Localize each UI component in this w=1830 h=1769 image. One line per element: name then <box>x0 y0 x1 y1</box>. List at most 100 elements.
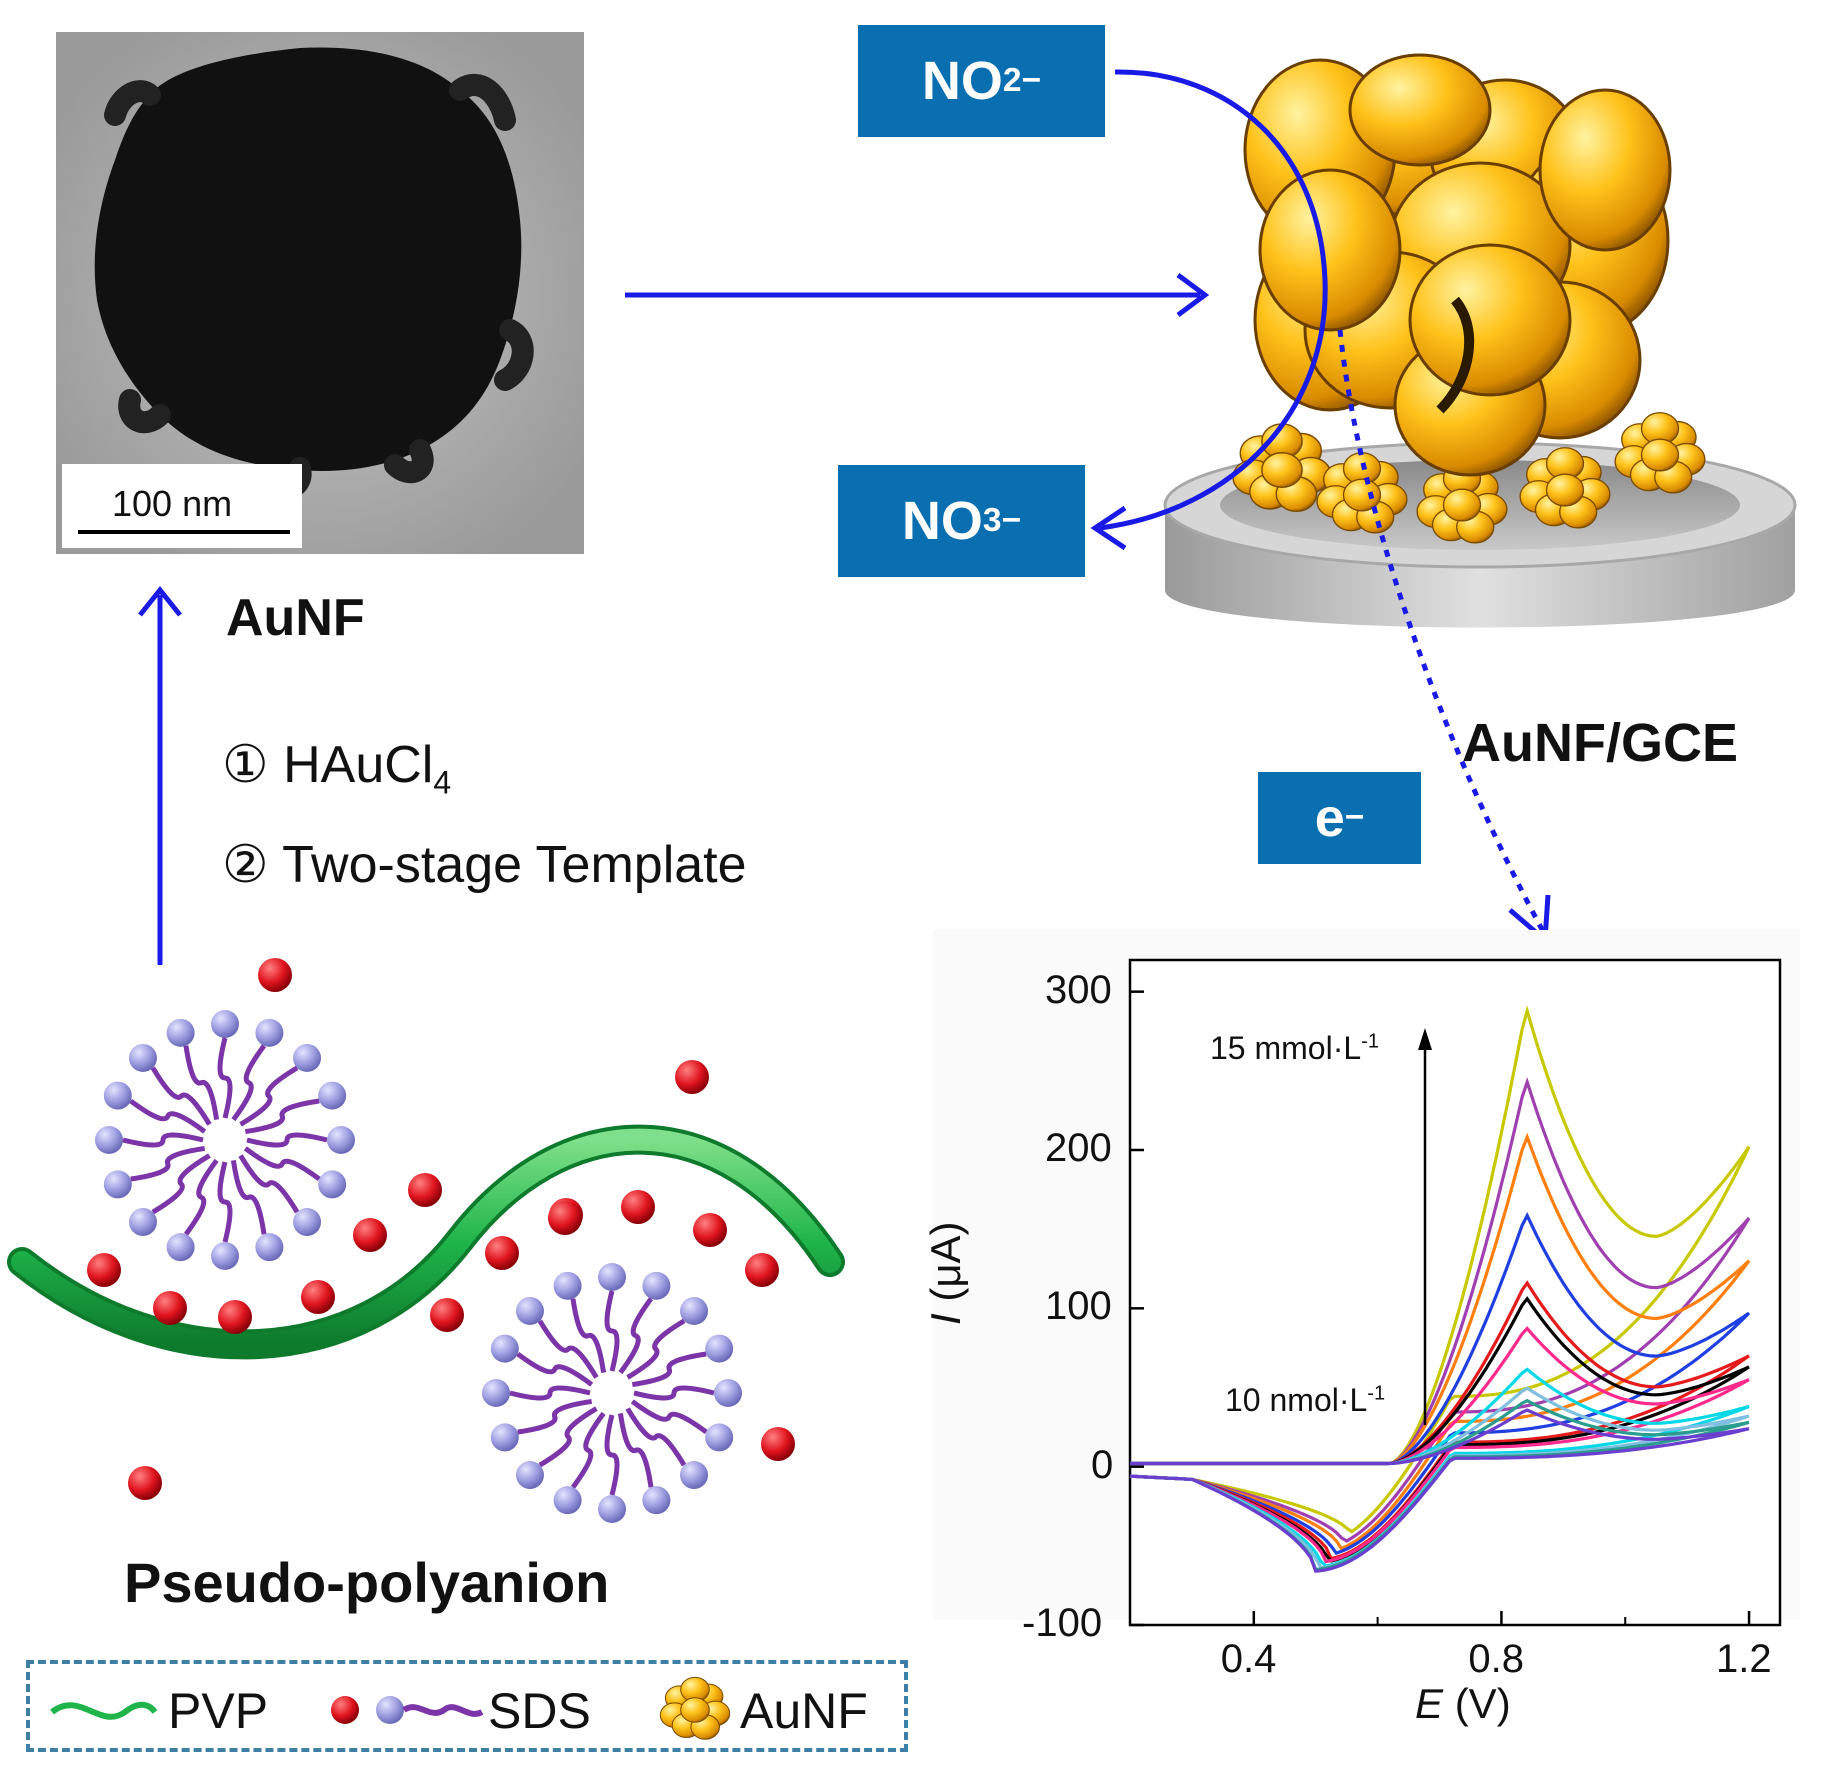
small-aunf-clusters <box>1232 412 1706 544</box>
micelle2-head <box>553 1486 582 1515</box>
legend-cluster <box>659 1676 731 1740</box>
x-tick-label: 0.8 <box>1468 1637 1525 1681</box>
ion-particle <box>153 1291 187 1325</box>
small-cluster-3-petal <box>1442 488 1482 522</box>
ion-particle <box>353 1218 387 1252</box>
pvp-chain <box>11 1128 841 1356</box>
micelle2-head <box>490 1423 519 1452</box>
micelle1-head <box>255 1233 284 1262</box>
x-tick-label: 0.4 <box>1220 1637 1277 1681</box>
micelle1-tail <box>151 1153 211 1215</box>
x-axis-unit: (V) <box>1454 1680 1511 1727</box>
step-1-subscript: 4 <box>433 764 452 801</box>
legend-graphics <box>50 1676 731 1740</box>
small-cluster-4 <box>1519 447 1611 529</box>
legend-pvp-label: PVP <box>168 1683 269 1739</box>
small-cluster-2-petal <box>1342 478 1382 512</box>
micelle2-tail <box>617 1412 654 1488</box>
scale-bar-label: 100 nm <box>112 483 233 524</box>
micelle2-head <box>705 1334 734 1363</box>
micelle1-tail <box>130 1145 206 1182</box>
annotation-bottom-text: 10 nmol·L <box>1225 1382 1368 1418</box>
micelle2-tail <box>604 1290 620 1372</box>
micelle1-head <box>211 1010 239 1038</box>
y-tick-label: 300 <box>1045 967 1112 1012</box>
ion-particle <box>408 1173 442 1207</box>
pseudo-polyanion-illustration <box>7 958 845 1523</box>
ion-particle <box>548 1201 582 1235</box>
legend-box <box>26 1660 908 1752</box>
micelle1-tail <box>243 1146 321 1182</box>
micelle2-head <box>680 1296 709 1325</box>
small-cluster-5 <box>1614 412 1706 494</box>
micelle1-head <box>293 1043 322 1072</box>
nitrate-sup: − <box>1001 502 1022 539</box>
y-tick-label: 0 <box>1091 1442 1114 1487</box>
micelle1-head <box>166 1233 195 1262</box>
micelle1-tail <box>183 1158 219 1236</box>
step-1: ① HAuCl4 <box>222 735 451 801</box>
arrow-up-head <box>138 585 182 617</box>
annotation-top-text: 15 mmol·L <box>1210 1030 1362 1066</box>
micelle1-tail <box>122 1132 204 1148</box>
nitrate-sub: 3 <box>982 502 1002 539</box>
big-flower-petal <box>1538 88 1672 252</box>
micelle2-tail <box>517 1398 593 1435</box>
micelle1-head <box>103 1081 132 1110</box>
plot-frame <box>1128 958 1782 1627</box>
micelle2-head <box>705 1423 734 1452</box>
big-flower-petal <box>1258 168 1402 332</box>
step-1-text: HAuCl <box>283 736 434 794</box>
micelle2-tail <box>630 1399 708 1435</box>
ion-particle <box>621 1190 655 1224</box>
y-tick-label: -100 <box>1022 1601 1103 1645</box>
concentration-arrow-head <box>1418 1028 1432 1050</box>
arrow-right-head <box>1176 272 1210 318</box>
annotation-top-sup: -1 <box>1361 1030 1379 1053</box>
micelle1-tail <box>244 1098 320 1135</box>
micelle2-tail <box>631 1351 707 1388</box>
micelle1-tail <box>230 1159 267 1235</box>
micelle1-head <box>128 1043 157 1072</box>
ion-particle <box>301 1280 335 1314</box>
x-tick-label: 1.2 <box>1716 1637 1772 1681</box>
y-axis-var: I <box>922 1313 969 1325</box>
annotation-bottom: 10 nmol·L-1 <box>1225 1382 1385 1419</box>
micelle2-head <box>515 1296 544 1325</box>
legend-ion-icon <box>331 1696 359 1724</box>
ion-particle <box>258 958 292 992</box>
micelle1-head <box>166 1018 195 1047</box>
big-aunf-nanoflower <box>1243 53 1672 477</box>
cv-series-11 <box>1129 1408 1750 1573</box>
small-cluster-4-petal <box>1545 473 1585 507</box>
micelle1-tail <box>150 1066 212 1126</box>
micelle2-tail <box>538 1406 598 1468</box>
ion-particle <box>485 1236 519 1270</box>
small-cluster-2 <box>1316 452 1408 534</box>
ion-particle <box>761 1427 795 1461</box>
small-cluster-1-petal <box>1261 452 1303 489</box>
y-axis-label: I (μA) <box>922 1221 970 1325</box>
micelle2-head <box>714 1379 742 1407</box>
step-1-marker: ① <box>222 736 269 794</box>
x-axis-label: E (V) <box>1415 1680 1511 1728</box>
ion-particle <box>128 1466 162 1500</box>
step-2: ② Two-stage Template <box>222 835 747 895</box>
aunf-particle-silhouette <box>94 47 522 471</box>
micelle1-head <box>318 1081 347 1110</box>
micelle2-tail <box>604 1414 620 1496</box>
electron-transfer-arrow <box>1337 329 1548 937</box>
micelle2-head <box>642 1486 671 1515</box>
micelle2-head <box>642 1271 671 1300</box>
nitrite-sub: 2 <box>1002 62 1022 99</box>
micelle2-head <box>482 1379 510 1407</box>
pseudo-polyanion-label: Pseudo-polyanion <box>124 1551 610 1614</box>
micelle1-head <box>293 1208 322 1237</box>
legend-cluster-petal <box>680 1697 710 1723</box>
ion-particle <box>218 1300 252 1334</box>
micelle1-head <box>318 1170 347 1199</box>
aunf-label: AuNF <box>226 589 365 647</box>
x-axis-var: E <box>1415 1680 1444 1727</box>
micelle2-tail <box>509 1385 591 1401</box>
